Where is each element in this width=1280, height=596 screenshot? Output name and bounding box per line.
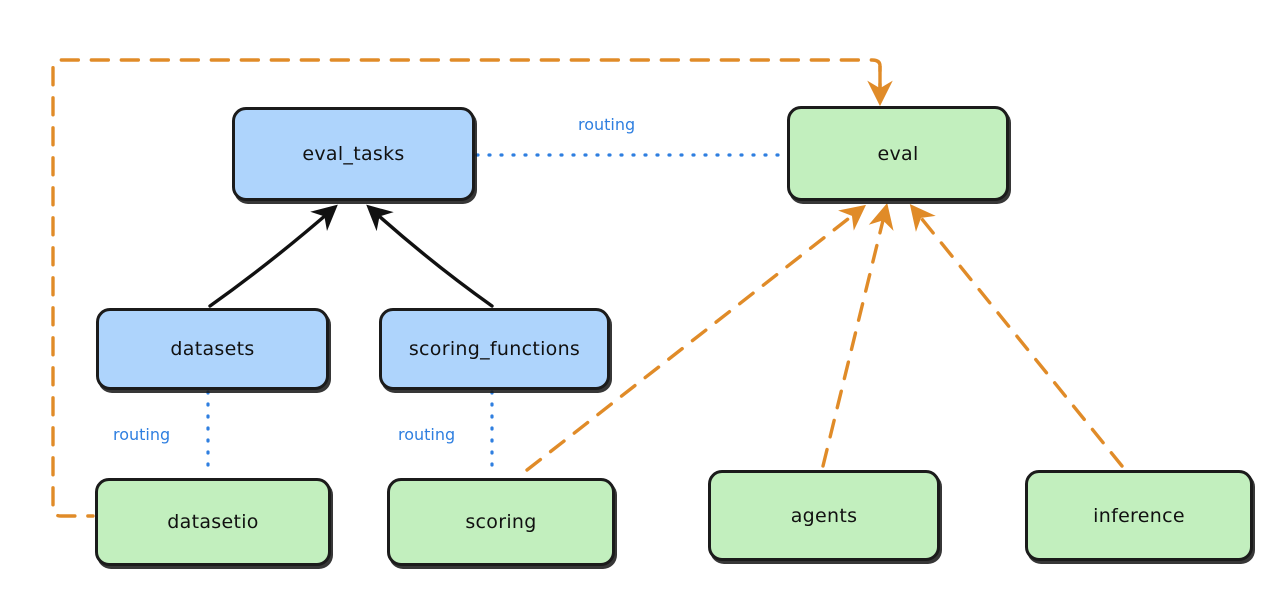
node-eval-tasks-label: eval_tasks <box>302 143 405 165</box>
node-datasetio-label: datasetio <box>167 511 259 533</box>
node-inference-label: inference <box>1093 504 1185 527</box>
edge-label-routing-datasets: routing <box>113 425 171 444</box>
edge-datasets-to-eval-tasks <box>208 204 338 308</box>
edge-label-routing-eval-tasks: routing <box>578 115 636 134</box>
node-scoring-functions-label: scoring_functions <box>408 338 581 360</box>
node-scoring-label: scoring <box>465 511 537 533</box>
node-datasets-label: datasets <box>170 338 255 360</box>
node-datasetio[interactable]: datasetio <box>95 478 331 566</box>
edge-inference-to-eval <box>909 204 1124 468</box>
node-agents-label: agents <box>790 504 858 527</box>
edge-scoring-functions-to-eval-tasks <box>366 204 494 308</box>
node-datasets[interactable]: datasets <box>96 308 329 390</box>
node-eval[interactable]: eval <box>787 106 1009 201</box>
node-eval-tasks[interactable]: eval_tasks <box>232 107 475 201</box>
node-scoring-functions[interactable]: scoring_functions <box>379 308 610 390</box>
node-eval-label: eval <box>877 142 919 165</box>
edge-label-routing-scoring-functions: routing <box>398 425 456 444</box>
node-agents[interactable]: agents <box>708 470 940 561</box>
edge-agents-to-eval <box>821 203 894 468</box>
node-inference[interactable]: inference <box>1025 470 1253 561</box>
node-scoring[interactable]: scoring <box>387 478 615 566</box>
